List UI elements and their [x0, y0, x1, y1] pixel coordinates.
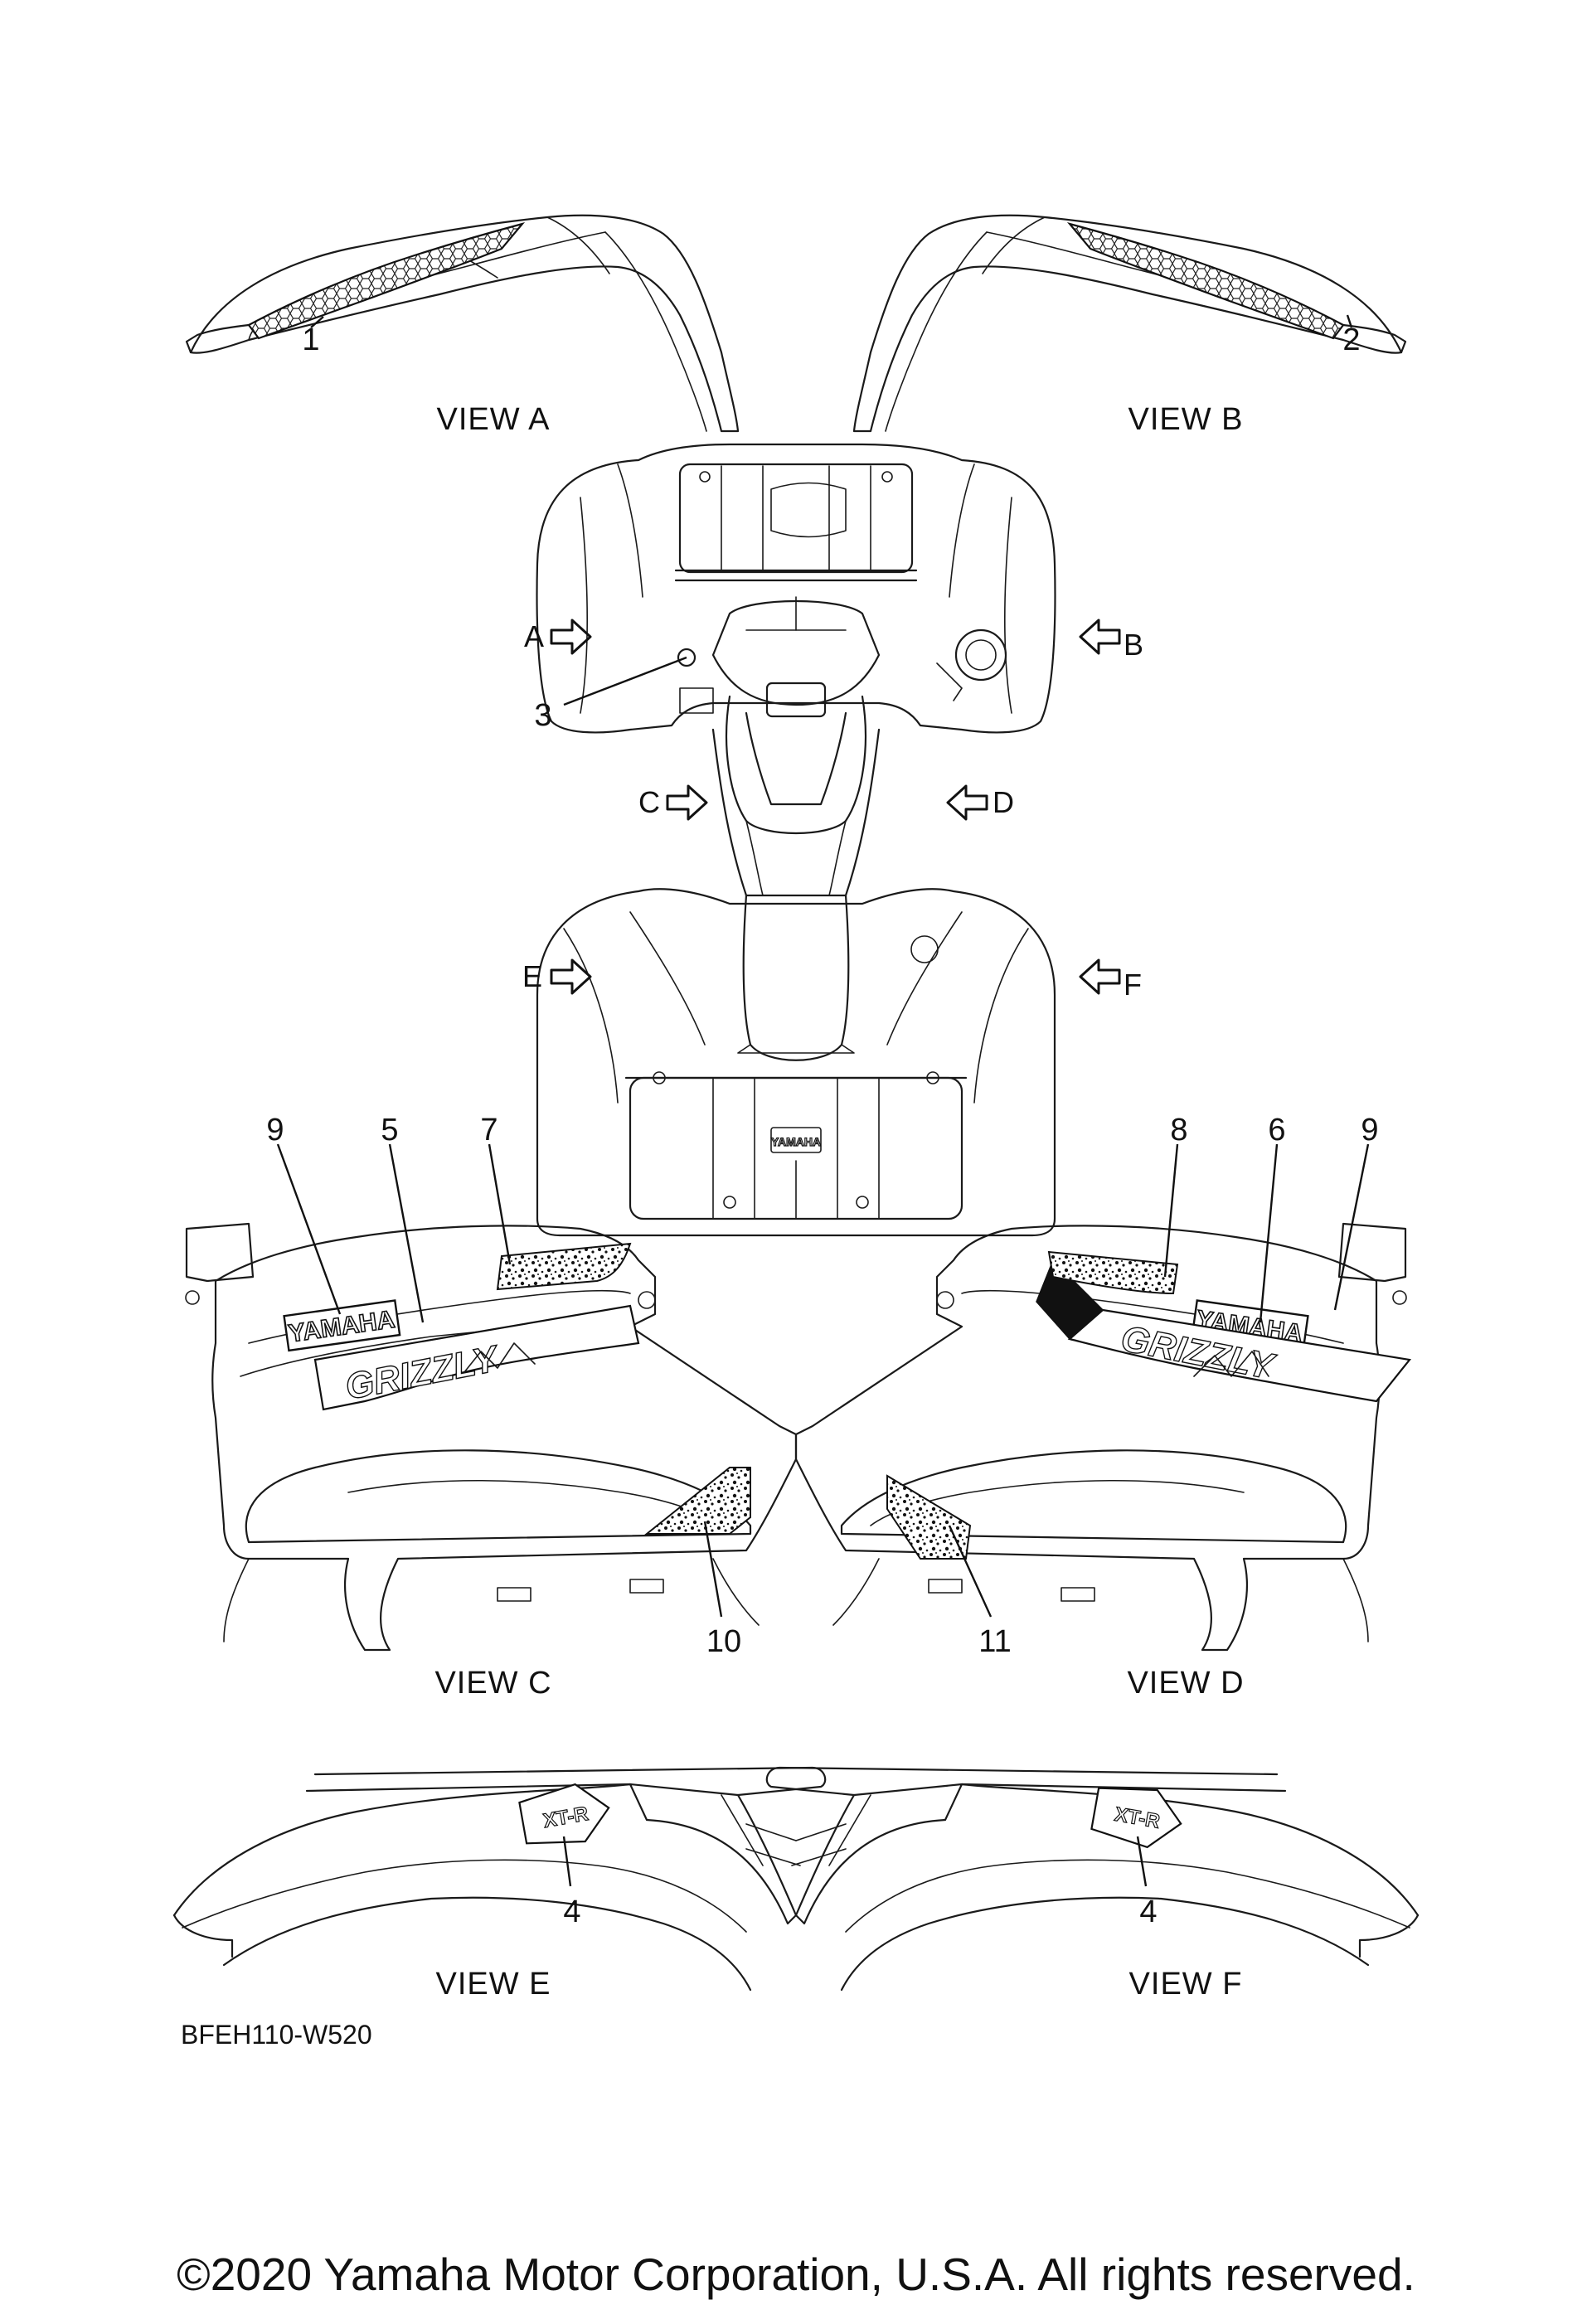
arrow-right-icon	[550, 958, 592, 995]
view-arrow-d: D	[946, 784, 1014, 821]
arrow-e-label: E	[522, 959, 542, 993]
view-b-front-fender-right: 2 VIEW B	[852, 214, 1407, 437]
rack-badge	[770, 1127, 822, 1153]
callout-8: 8	[1170, 1113, 1187, 1147]
view-e-label: VIEW E	[435, 1967, 551, 2001]
callout-3: 3	[534, 698, 551, 733]
arrow-a-label: A	[524, 619, 544, 653]
rack-badge-text: YAMAHA	[771, 1135, 821, 1148]
arrow-f-label: F	[1124, 968, 1142, 1002]
leader-4-left	[562, 1836, 572, 1887]
callout-4-right: 4	[1139, 1895, 1157, 1929]
leader-9-left	[276, 1143, 342, 1315]
copyright-notice: ©2020 Yamaha Motor Corporation, U.S.A. A…	[177, 2249, 1415, 2300]
leader-9-right	[1333, 1143, 1370, 1311]
yamaha-decal-left	[283, 1299, 401, 1352]
arrow-b-label: B	[1124, 628, 1143, 662]
view-c-label: VIEW C	[434, 1666, 551, 1701]
view-arrow-f: F	[1079, 958, 1142, 1002]
leader-2	[1346, 314, 1353, 328]
view-d-label: VIEW D	[1127, 1666, 1244, 1701]
view-a-label: VIEW A	[437, 402, 551, 437]
callout-11: 11	[978, 1624, 1011, 1659]
leader-10	[703, 1521, 723, 1618]
atv-top-view: YAMAHA 3	[534, 443, 1056, 1237]
view-b-label: VIEW B	[1128, 402, 1243, 437]
callout-1: 1	[302, 323, 319, 357]
arrow-left-icon	[1079, 619, 1121, 655]
callout-9-left: 9	[266, 1113, 284, 1147]
callout-9-right: 9	[1361, 1113, 1378, 1147]
callout-5: 5	[381, 1113, 398, 1147]
arrow-right-icon	[666, 784, 708, 821]
view-d-side-panel-right: YAMAHA GRIZZLY 8 6 9 11 VIEW D	[794, 1113, 1412, 1701]
leader-4-right	[1136, 1836, 1148, 1887]
speckle-decal-bottom-left	[644, 1467, 751, 1535]
callout-2: 2	[1342, 323, 1360, 357]
view-arrow-c: C	[638, 784, 708, 821]
speckle-decal-top-left	[496, 1242, 632, 1291]
xtr-badge-left: XT-R	[518, 1783, 610, 1845]
view-e-rear-fender-left: XT-R 4 VIEW E	[172, 1766, 827, 2001]
display-unit	[765, 682, 827, 718]
front-fender-decal-right	[1066, 222, 1345, 340]
view-f-label: VIEW F	[1129, 1967, 1243, 2001]
callout-10: 10	[706, 1624, 741, 1659]
view-arrow-b: B	[1079, 619, 1143, 662]
view-arrow-e: E	[522, 958, 592, 995]
speckle-decal-bottom-right	[886, 1474, 972, 1560]
leader-8	[1163, 1143, 1179, 1278]
leader-6	[1259, 1143, 1279, 1323]
leader-11	[948, 1525, 993, 1618]
leader-5	[388, 1143, 425, 1323]
front-fender-decal-left	[247, 222, 526, 340]
part-3-plug	[677, 648, 696, 667]
xtr-badge-right: XT-R	[1090, 1787, 1182, 1849]
callout-4-left: 4	[563, 1895, 580, 1929]
arrow-d-label: D	[993, 785, 1014, 819]
arrow-c-label: C	[638, 785, 660, 819]
callout-7: 7	[480, 1113, 498, 1147]
speckle-decal-top-right	[1047, 1250, 1179, 1295]
arrow-left-icon	[1079, 958, 1121, 995]
view-arrow-a: A	[524, 619, 592, 655]
view-c-side-panel-left: YAMAHA GRIZZLY 9 5 7 10 VIEW C	[185, 1113, 798, 1701]
arrow-left-icon	[946, 784, 988, 821]
view-a-front-fender-left: 1 VIEW A	[185, 214, 740, 437]
callout-6: 6	[1268, 1113, 1285, 1147]
leader-1	[310, 316, 324, 328]
diagram-code: BFEH110-W520	[181, 2020, 372, 2050]
view-f-rear-fender-right: XT-R 4 VIEW F	[765, 1766, 1420, 2001]
leader-7	[488, 1143, 512, 1265]
arrow-right-icon	[550, 619, 592, 655]
leader-3	[563, 656, 687, 706]
